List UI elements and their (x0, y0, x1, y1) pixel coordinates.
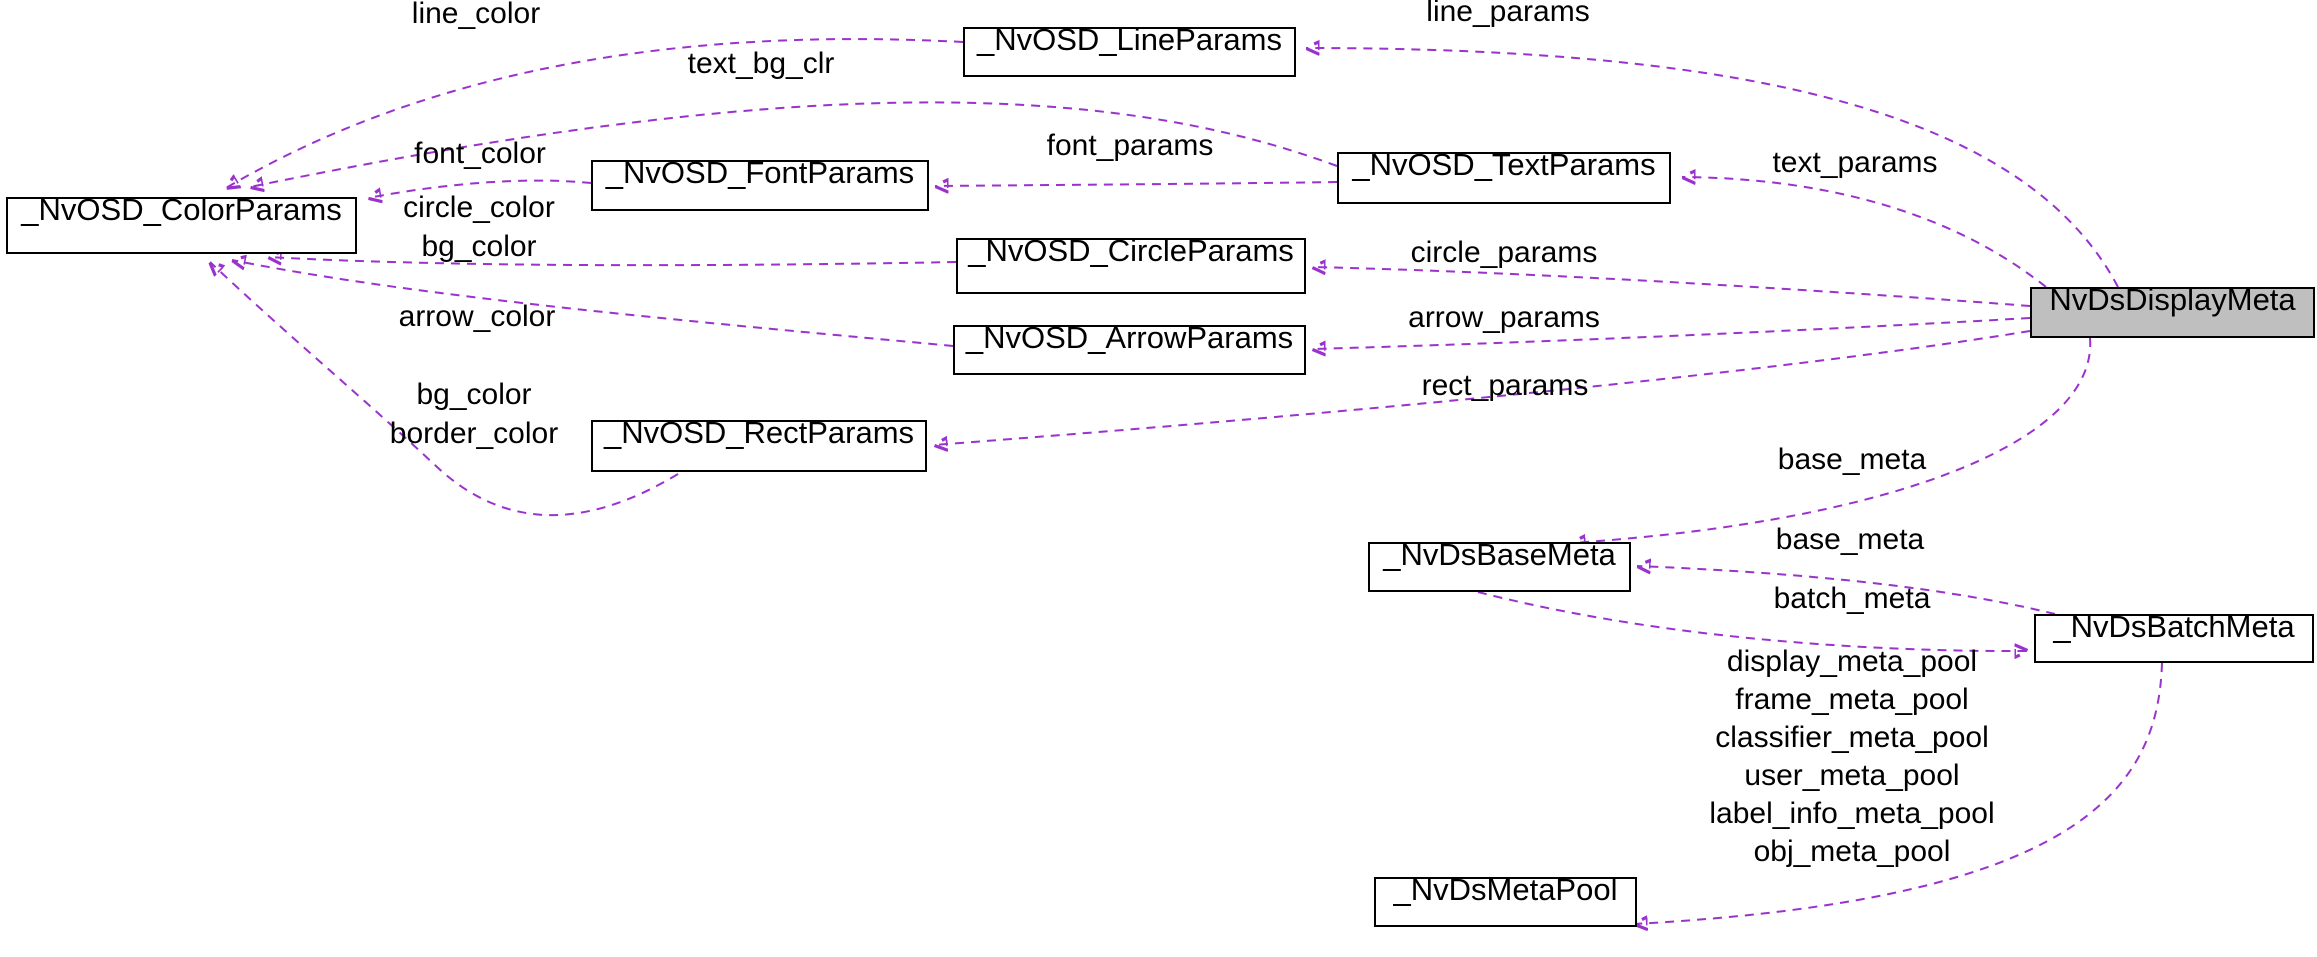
edge-font-params (935, 182, 1338, 186)
edge-arrow-params (1312, 317, 2031, 349)
node-label: _NvOSD_ArrowParams (965, 320, 1294, 355)
edge-label-rect-bg-border: bg_color border_color (389, 378, 559, 450)
node-label: _NvOSD_TextParams (1352, 147, 1656, 182)
node-nvosd-fontparams[interactable]: _NvOSD_FontParams (591, 155, 929, 211)
edge-arrow-color (232, 260, 954, 347)
edge-label-font-color: font_color (414, 137, 546, 170)
node-nvosd-circleparams[interactable]: _NvOSD_CircleParams (956, 233, 1306, 294)
edge-label-line-color: line_color (411, 0, 541, 30)
node-nvdsbasemeta[interactable]: _NvDsBaseMeta (1368, 537, 1631, 592)
edge-batch-meta (1477, 591, 2028, 651)
edge-label-circle-color-bg-color: circle_color bg_color (403, 191, 555, 263)
node-label: _NvOSD_ColorParams (21, 192, 342, 227)
edge-line-color (226, 38, 964, 188)
edge-text-bg-clr (250, 101, 1338, 187)
node-nvdsmetapool[interactable]: _NvDsMetaPool (1374, 872, 1637, 927)
node-nvosd-textparams[interactable]: _NvOSD_TextParams (1337, 147, 1671, 204)
edge-circle-params (1312, 267, 2031, 307)
edge-label-text-params: text_params (1772, 146, 1938, 179)
edge-text-params (1682, 177, 2047, 288)
node-label: _NvDsBaseMeta (1383, 537, 1616, 572)
node-nvdsbatchmeta[interactable]: _NvDsBatchMeta (2034, 609, 2314, 663)
node-nvosd-lineparams[interactable]: _NvOSD_LineParams (963, 22, 1296, 77)
edge-label-arrow-color: arrow_color (398, 300, 556, 333)
edge-label-font-params: font_params (1046, 129, 1214, 162)
edge-meta-pools (1634, 662, 2163, 924)
node-label: _NvDsBatchMeta (2053, 609, 2295, 644)
edge-base-meta-from-batch (1637, 566, 2056, 615)
node-label: _NvOSD_FontParams (605, 155, 915, 190)
edge-label-text-bg-clr: text_bg_clr (687, 47, 835, 80)
node-label: _NvOSD_RectParams (603, 415, 915, 450)
edge-rect-bg-border (210, 262, 679, 517)
node-label: NvDsDisplayMeta (2049, 282, 2296, 317)
edge-label-circle-params: circle_params (1410, 236, 1598, 269)
node-nvosd-colorparams[interactable]: _NvOSD_ColorParams (6, 192, 357, 254)
edge-label-rect-params: rect_params (1421, 369, 1589, 402)
edge-label-meta-pools: display_meta_pool frame_meta_pool classi… (1709, 645, 1995, 868)
edge-label-base-meta-from-display: base_meta (1777, 443, 1927, 476)
node-label: _NvOSD_LineParams (977, 22, 1282, 57)
edge-base-meta-from-display (1572, 337, 2092, 543)
edge-label-arrow-params: arrow_params (1408, 301, 1600, 334)
edge-line-params (1306, 48, 2119, 288)
edge-label-batch-meta: batch_meta (1773, 582, 1931, 615)
node-label: _NvDsMetaPool (1393, 872, 1618, 907)
edge-label-base-meta-from-batch: base_meta (1775, 523, 1925, 556)
node-nvosd-arrowparams[interactable]: _NvOSD_ArrowParams (953, 320, 1306, 375)
edge-font-color (368, 179, 592, 198)
node-label: _NvOSD_CircleParams (968, 233, 1294, 268)
node-nvosd-rectparams[interactable]: _NvOSD_RectParams (591, 415, 927, 472)
edge-label-line-params: line_params (1426, 0, 1590, 28)
edge-circle-color-bg-color (268, 257, 957, 265)
edge-rect-params (934, 330, 2031, 445)
node-nvdsdisplaymeta: NvDsDisplayMeta (2030, 282, 2315, 338)
